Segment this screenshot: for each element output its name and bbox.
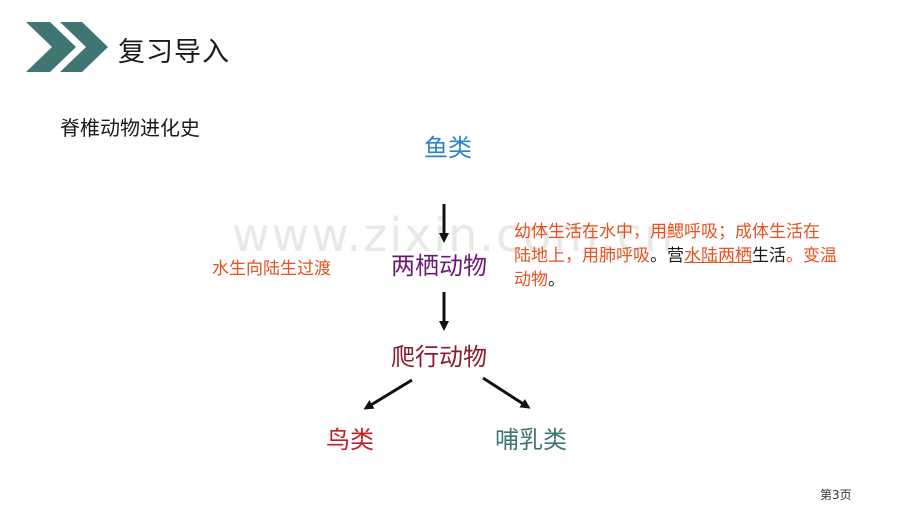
description-text: 。: [548, 270, 565, 290]
description-line-3: 动物。: [514, 268, 894, 292]
arrow-reptile-to-mammal: [482, 376, 531, 409]
node-amphibian: 两栖动物: [391, 252, 487, 280]
watermark: www.zixin.com.cn: [232, 208, 676, 262]
description-line-2: 陆地上，用肺呼吸。营水陆两栖生活。变温: [514, 244, 894, 268]
description-text: 陆地上，用肺呼吸: [514, 246, 650, 266]
section-subtitle: 脊椎动物进化史: [60, 116, 200, 140]
transition-note: 水生向陆生过渡: [212, 259, 331, 279]
node-reptile: 爬行动物: [391, 343, 487, 371]
description-line-1: 幼体生活在水中，用鳃呼吸；成体生活在: [514, 222, 820, 242]
description-highlight: 水陆两栖: [684, 246, 752, 266]
description-text: 。营: [650, 246, 684, 266]
page-title: 复习导入: [118, 37, 230, 68]
chevron-icon: [26, 22, 108, 72]
page-number: 第3页: [820, 488, 852, 502]
node-mammal: 哺乳类: [495, 426, 567, 454]
arrow-reptile-to-bird: [363, 378, 413, 410]
description-text: 动物: [514, 270, 548, 290]
node-fish: 鱼类: [424, 134, 472, 162]
description-text: 。变温: [786, 246, 837, 266]
amphibian-description: 幼体生活在水中，用鳃呼吸；成体生活在 陆地上，用肺呼吸。营水陆两栖生活。变温 动…: [514, 220, 894, 292]
node-bird: 鸟类: [326, 426, 374, 454]
description-text: 生活: [752, 246, 786, 266]
